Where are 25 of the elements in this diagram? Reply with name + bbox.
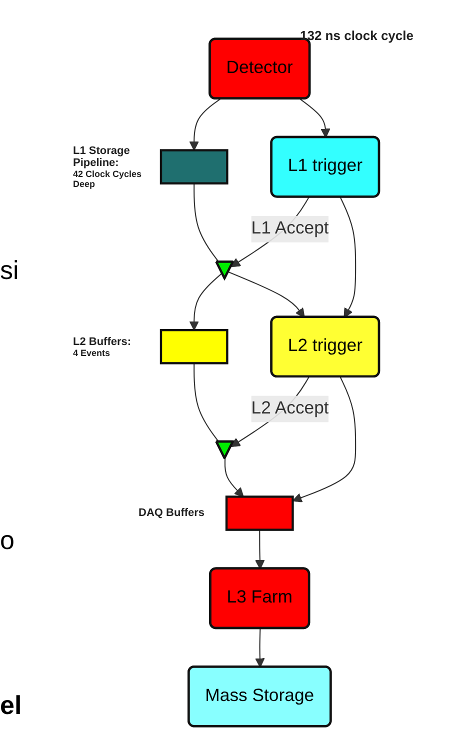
node-bar [160,149,228,184]
node-caption: L1 Storage Pipeline: [72,144,131,169]
arrow [189,272,223,331]
arrow [189,98,221,151]
node-caption: 42 Clock Cycles Deep [72,168,143,189]
arrow [255,628,265,668]
connector [194,183,220,263]
edge-label: L2 Accept [251,399,329,418]
node-bar [225,496,294,531]
node-bar [160,329,228,364]
arrow [228,271,305,318]
text-fragment: o [0,525,14,556]
arrow [255,530,265,570]
arrow [292,376,356,502]
arrow [300,98,330,138]
node-caption: L2 Buffers: [72,336,132,348]
connector [194,363,220,442]
node-caption: DAQ Buffers [138,507,206,520]
arrow [340,196,356,318]
text-fragment: el [0,690,22,721]
node-caption: 4 Events [72,348,112,358]
arrow [224,458,244,498]
edge-label: L1 Accept [251,219,329,238]
text-fragment: si [0,255,19,286]
note-text: 132 ns clock cycle [300,28,414,43]
